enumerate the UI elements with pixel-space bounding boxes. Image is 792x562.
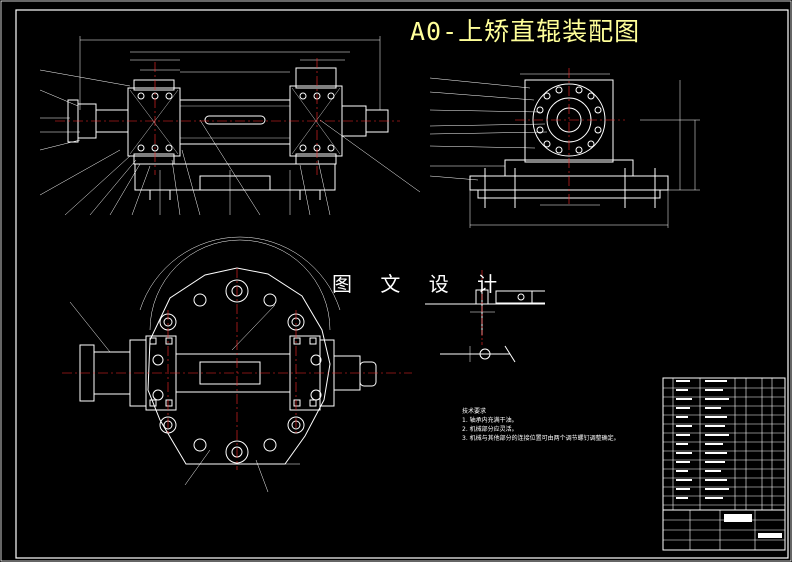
watermark: 图 文 设 计 <box>332 272 509 296</box>
parts-list-text-marks <box>676 380 729 499</box>
drawing-title: A0-上矫直辊装配图 <box>410 17 641 46</box>
parts-list <box>662 377 786 551</box>
top-view-center-lines <box>62 268 412 470</box>
side-view-center-lines <box>515 68 625 205</box>
top-view <box>69 236 377 493</box>
front-view <box>39 36 421 216</box>
notes-heading: 技术要求 <box>462 408 487 415</box>
note-item: 1. 轴承内充满干油。 <box>462 417 518 424</box>
side-view <box>429 73 700 228</box>
note-item: 3. 机械与其他部分的连接位置可由两个调节螺钉调整确定。 <box>462 435 620 442</box>
inner-frame <box>15 9 789 559</box>
note-item: 2. 机械部分应灵活。 <box>462 426 518 433</box>
front-view-center-lines <box>55 58 400 175</box>
technical-notes: 技术要求 1. 轴承内充满干油。 2. 机械部分应灵活。 3. 机械与其他部分的… <box>462 407 620 443</box>
